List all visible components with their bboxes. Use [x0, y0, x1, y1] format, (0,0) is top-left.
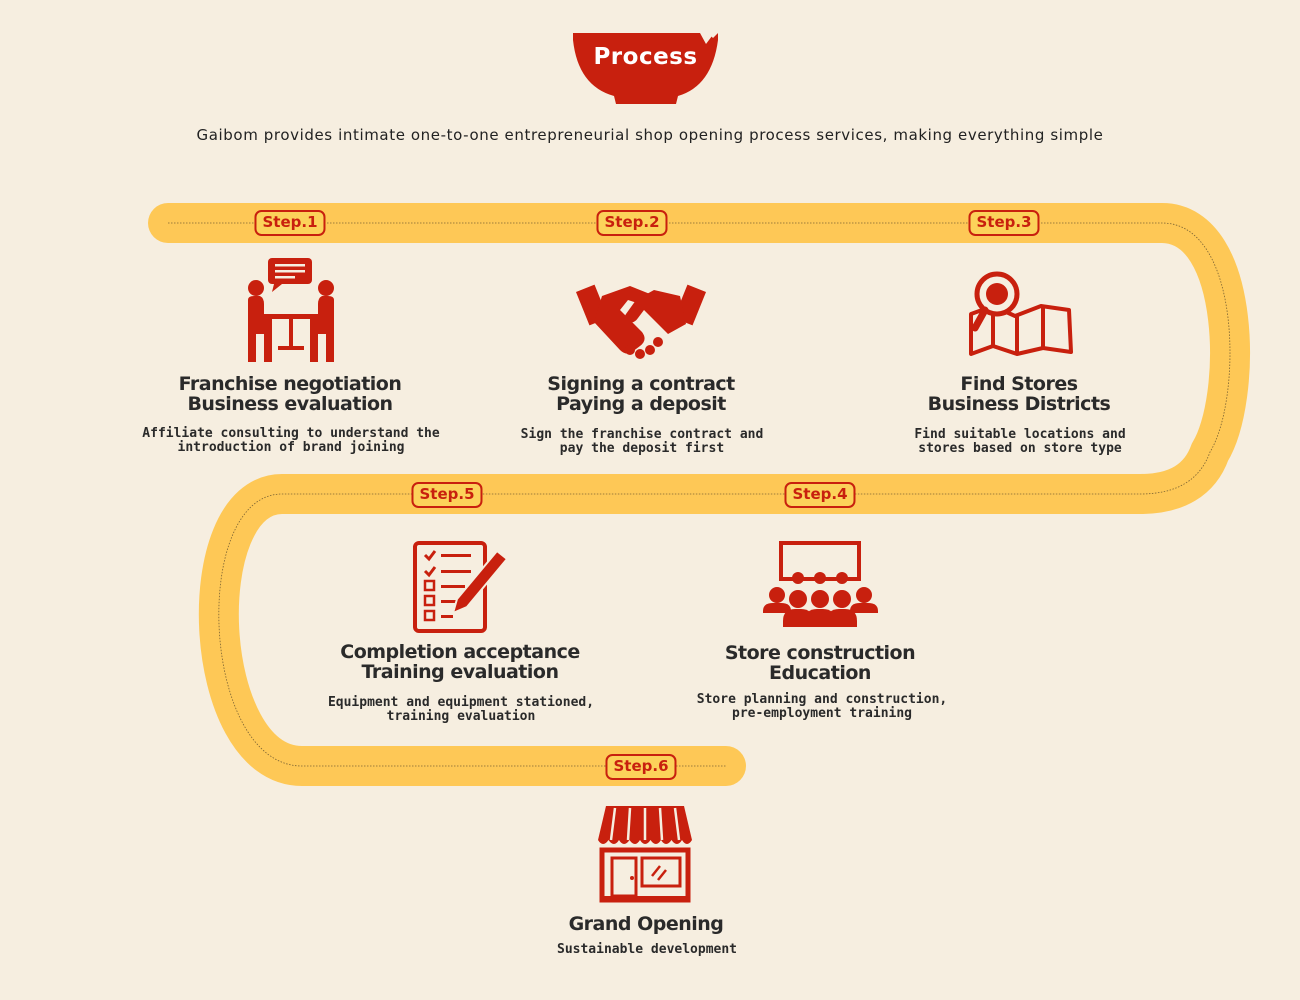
step-1-desc-line2: introduction of brand joining: [177, 440, 405, 455]
meeting-icon: [248, 258, 334, 362]
step-5-desc-line2: training evaluation: [386, 709, 536, 724]
step-2-title: Signing a contract Paying a deposit: [547, 373, 735, 415]
step-6-desc-line1: Sustainable development: [556, 942, 738, 957]
step-2-title-line1: Signing a contract: [547, 373, 735, 395]
step-2-desc-line2: pay the deposit first: [559, 441, 725, 456]
step-4-description: Store planning and construction, pre-emp…: [697, 693, 947, 721]
step-2-badge: Step.2: [596, 210, 668, 236]
step-3-badge: Step.3: [968, 210, 1040, 236]
step-1-badge: Step.1: [254, 210, 326, 236]
step-1-desc-line1: Affiliate consulting to understand the: [142, 426, 440, 441]
page-subtitle: Gaibom provides intimate one-to-one entr…: [196, 126, 1104, 144]
step-3-title-line1: Find Stores: [960, 373, 1078, 395]
step-3-title: Find Stores Business Districts: [928, 374, 1111, 414]
step-3-desc-line1: Find suitable locations and: [914, 427, 1126, 442]
page-title: Process: [593, 44, 698, 70]
step-5-title-line1: Completion acceptance: [340, 641, 580, 663]
step-4-desc-line2: pre-employment training: [731, 706, 913, 721]
step-3-title-line2: Business Districts: [927, 393, 1111, 415]
storefront-icon: [598, 806, 692, 903]
step-2-description: Sign the franchise contract and pay the …: [521, 428, 764, 456]
map-search-icon: [969, 271, 1073, 356]
step-4-desc-line1: Store planning and construction,: [696, 692, 948, 707]
step-1-title-line2: Business evaluation: [187, 393, 393, 415]
step-5-badge: Step.5: [411, 482, 483, 508]
bowl-logo: [573, 33, 718, 104]
step-2-desc-line1: Sign the franchise contract and: [520, 427, 764, 442]
step-2-title-line2: Paying a deposit: [556, 393, 726, 415]
training-icon: [763, 541, 878, 627]
step-4-title-line2: Education: [769, 662, 871, 684]
step-6-badge: Step.6: [605, 754, 677, 780]
handshake-icon: [575, 284, 707, 359]
step-3-description: Find suitable locations and stores based…: [914, 428, 1125, 456]
step-1-title: Franchise negotiation Business evaluatio…: [179, 374, 402, 414]
step-5-title: Completion acceptance Training evaluatio…: [340, 642, 580, 682]
checklist-icon: [413, 541, 509, 633]
step-4-title: Store construction Education: [724, 642, 916, 684]
step-3-desc-line2: stores based on store type: [918, 441, 1122, 456]
step-4-badge: Step.4: [784, 482, 856, 508]
step-6-description: Sustainable development: [557, 943, 737, 957]
step-1-title-line1: Franchise negotiation: [178, 373, 402, 395]
step-5-title-line2: Training evaluation: [361, 661, 559, 683]
step-6-title: Grand Opening: [569, 914, 724, 934]
step-5-desc-line1: Equipment and equipment stationed,: [327, 695, 595, 710]
step-4-title-line1: Store construction: [724, 642, 916, 664]
step-5-description: Equipment and equipment stationed, train…: [328, 696, 594, 724]
path-centerline: [168, 222, 1231, 767]
step-6-title-line1: Grand Opening: [568, 913, 724, 935]
step-1-description: Affiliate consulting to understand the i…: [142, 427, 439, 455]
